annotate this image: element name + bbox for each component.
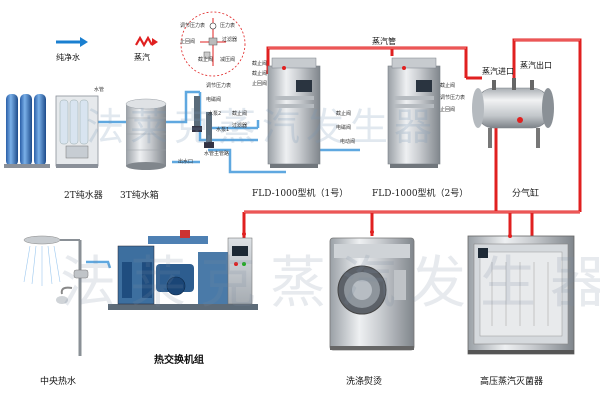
steam-inlet-label: 蒸汽进口 bbox=[482, 67, 514, 76]
small-label-1: 截止阀 bbox=[252, 61, 268, 67]
small-label-13: 止回阀 bbox=[440, 107, 456, 113]
gauge-label-1: 调节压力表 bbox=[180, 23, 206, 29]
water-pipe-c bbox=[160, 108, 188, 124]
generator-2-caption: FLD-1000型机（2号） bbox=[372, 189, 469, 199]
gauge-label-3: 止回阀 bbox=[180, 39, 196, 45]
steam-pipe-label: 蒸汽管 bbox=[372, 37, 396, 46]
heat-exchanger-unit bbox=[108, 230, 258, 310]
water-pumps bbox=[192, 96, 214, 148]
generator-1-caption: FLD-1000型机（1号） bbox=[252, 189, 349, 199]
small-label-3: 止回阀 bbox=[252, 81, 268, 87]
small-label-11: 截止阀 bbox=[440, 83, 456, 89]
water-pump-1-label: 水泵1 bbox=[216, 127, 230, 133]
shower bbox=[23, 235, 89, 356]
small-label-7: 过滤器 bbox=[232, 123, 248, 129]
gauge-label-6: 减压阀 bbox=[220, 57, 236, 63]
gauge-label-5: 截止阀 bbox=[198, 57, 214, 63]
steam-header bbox=[472, 78, 554, 148]
steam-generator-1 bbox=[267, 57, 321, 168]
water-pipe-label: 水管 bbox=[94, 87, 105, 93]
laundry-washer bbox=[329, 237, 415, 351]
central-hot-water-caption: 中央热水 bbox=[40, 377, 77, 387]
legend bbox=[56, 35, 158, 48]
pure-water-unit-caption: 2T纯水器 bbox=[64, 191, 103, 201]
small-label-5: 电磁阀 bbox=[206, 97, 222, 103]
main-water-label: 水管主管路 bbox=[204, 151, 230, 157]
water-tank bbox=[125, 98, 167, 170]
water-arrow-icon bbox=[56, 37, 88, 47]
small-label-10: 电动阀 bbox=[340, 139, 356, 145]
water-pipe-d bbox=[184, 90, 200, 108]
valve-detail-circle bbox=[180, 11, 246, 77]
steam-generator-2 bbox=[387, 57, 441, 168]
small-label-6: 截止阀 bbox=[232, 111, 248, 117]
steam-sterilizer bbox=[467, 235, 575, 355]
valve-markers bbox=[242, 230, 512, 238]
legend-steam-label: 蒸汽 bbox=[134, 53, 150, 62]
steam-pipe-highlights bbox=[244, 39, 580, 213]
gauge-label-2: 压力表 bbox=[220, 23, 236, 29]
small-label-9: 电磁阀 bbox=[336, 125, 352, 131]
legend-pure-water-label: 纯净水 bbox=[56, 53, 80, 62]
sterilizer-caption: 高压蒸汽灭菌器 bbox=[480, 377, 544, 387]
small-label-12: 调节压力表 bbox=[440, 95, 466, 101]
water-tank-caption: 3T纯水箱 bbox=[120, 191, 159, 201]
small-label-4: 调节压力表 bbox=[206, 83, 232, 89]
water-pipe-j bbox=[208, 148, 286, 174]
exchanger-to-shower bbox=[86, 260, 112, 269]
small-label-2: 截止阀 bbox=[252, 71, 268, 77]
small-label-8: 截止阀 bbox=[336, 111, 352, 117]
watermark-bottom: 法莱克蒸汽发生器 bbox=[60, 251, 600, 316]
water-outlet-label: 出水口 bbox=[178, 159, 194, 165]
water-stream-icon bbox=[23, 245, 61, 286]
valve-icon bbox=[208, 37, 218, 46]
gauge-label-4: 过滤器 bbox=[222, 37, 238, 43]
pure-water-unit bbox=[4, 94, 99, 168]
heat-exchanger-caption: 热交换机组 bbox=[154, 355, 204, 366]
water-pump-2-label: 水泵2 bbox=[208, 111, 222, 117]
steam-zigzag-icon bbox=[135, 35, 158, 48]
steam-outlet-label: 蒸汽出口 bbox=[520, 61, 552, 70]
steam-header-caption: 分气缸 bbox=[512, 189, 540, 199]
check-valve-icon bbox=[203, 51, 211, 59]
watermark-top: 法莱克蒸汽发生器 bbox=[86, 105, 439, 149]
pressure-gauge-icon bbox=[209, 22, 217, 30]
laundry-caption: 洗涤熨烫 bbox=[346, 377, 383, 387]
